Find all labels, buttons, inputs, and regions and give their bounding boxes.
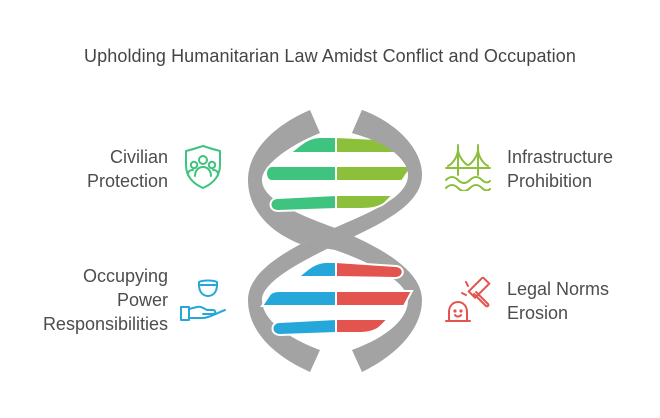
label-infrastructure-prohibition: Infrastructure Prohibition [507, 145, 613, 193]
hand-bowl-icon [180, 279, 226, 321]
label-line: Erosion [507, 303, 569, 323]
label-civilian-protection: Civilian Protection [87, 145, 168, 193]
label-line: Civilian [109, 147, 168, 167]
rungs-bottom [260, 260, 414, 337]
label-line: Occupying [82, 266, 168, 286]
shield-people-icon [185, 145, 221, 189]
label-line: Power [116, 290, 168, 310]
label-line: Prohibition [507, 171, 593, 191]
bridge-icon [445, 144, 491, 191]
label-occupying-power-responsibilities: Occupying Power Responsibilities [43, 264, 168, 336]
gavel-icon [445, 277, 491, 322]
diagram-title: Upholding Humanitarian Law Amidst Confli… [84, 46, 576, 66]
rungs-top [265, 135, 414, 213]
label-legal-norms-erosion: Legal Norms Erosion [507, 277, 609, 325]
label-line: Responsibilities [42, 314, 168, 334]
label-line: Protection [86, 171, 168, 191]
label-line: Infrastructure [507, 147, 614, 167]
label-line: Legal Norms [507, 279, 610, 299]
